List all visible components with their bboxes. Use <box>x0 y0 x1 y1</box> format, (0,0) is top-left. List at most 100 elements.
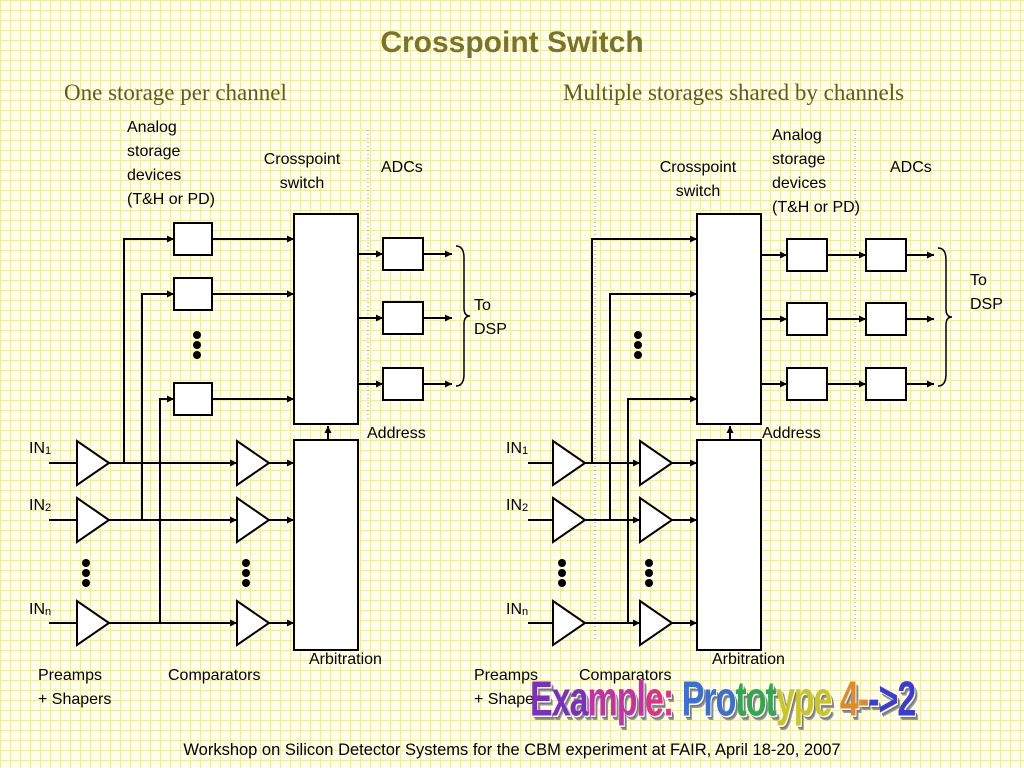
right-preamp-triangle <box>552 496 587 544</box>
right-comparator-ellipsis-dot <box>645 569 653 577</box>
right-preamp-triangle <box>552 439 587 487</box>
example-wordart-text: Example: Prototype 4-->2 <box>530 672 916 728</box>
wordart-char: 4 <box>839 672 859 728</box>
wordart-char: y <box>775 672 795 728</box>
right-comparators-label: Comparators <box>579 667 672 684</box>
right-adc-box <box>865 367 907 401</box>
right-tap-ellipsis-dot <box>634 351 642 359</box>
right-preamps-label: Preamps+ Shapers <box>474 667 548 708</box>
right-subtitle: Multiple storages shared by channels <box>563 80 905 105</box>
left-comparator-triangle <box>236 439 271 487</box>
left-storage-ellipsis-dot <box>193 341 201 349</box>
right-tap-wire-1 <box>591 235 697 463</box>
right-comparator-ellipsis-dot <box>645 579 653 587</box>
left-storage-device-box <box>173 382 213 416</box>
right-input-2-label: IN2 <box>506 497 529 514</box>
wordart-char <box>831 672 839 727</box>
left-storage-ellipsis-dot <box>193 351 201 359</box>
left-preamp-triangle <box>76 599 111 647</box>
right-adc-box <box>865 302 907 336</box>
left-subtitle: One storage per channel <box>64 80 287 105</box>
left-comparator-ellipsis-dot <box>242 579 250 587</box>
right-comparator-ellipsis-dot <box>645 559 653 567</box>
wordart-char: e <box>813 672 833 728</box>
wordart-char: o <box>715 672 737 728</box>
wordart-char <box>673 672 681 727</box>
right-preamp-ellipsis-dot <box>558 569 566 577</box>
right-address-label: Address <box>762 425 821 442</box>
left-to-dsp-brace <box>455 245 471 387</box>
right-tap-ellipsis-dot <box>634 341 642 349</box>
wordart-char: - <box>857 672 869 728</box>
left-crosspoint-switch-box <box>293 213 359 425</box>
slide-title: Crosspoint Switch <box>380 26 644 59</box>
right-tap-wire-n <box>627 395 697 623</box>
left-storage-device-box <box>173 222 213 256</box>
wordart-char: l <box>636 672 647 728</box>
wordart-char: p <box>616 672 638 728</box>
wordart-char: o <box>745 672 767 728</box>
left-comparators-label: Comparators <box>168 667 261 684</box>
left-tap-wire-2 <box>141 290 174 520</box>
wordart-char: t <box>765 672 777 728</box>
left-adcs-label: ADCs <box>381 159 423 176</box>
right-crosspoint-switch-box <box>696 213 762 425</box>
left-input-n-label: INn <box>29 601 52 618</box>
left-comparator-ellipsis-dot <box>242 569 250 577</box>
wordart-char: e <box>645 672 664 728</box>
right-to-dsp-brace <box>937 247 953 387</box>
footer-text: Workshop on Silicon Detector Systems for… <box>183 741 841 759</box>
wordart-char: - <box>868 672 879 728</box>
left-input-2-label: IN2 <box>29 497 52 514</box>
left-storage-device-box <box>173 277 213 311</box>
right-comparator-triangle <box>639 496 674 544</box>
right-tap-wire-2 <box>609 290 697 520</box>
right-preamp-ellipsis-dot <box>558 579 566 587</box>
left-address-label: Address <box>367 425 426 442</box>
left-comparator-triangle <box>236 496 271 544</box>
right-arbitration-label: Arbitration <box>712 651 785 668</box>
wordart-char: : <box>662 672 674 728</box>
right-storage-device-box <box>786 302 828 336</box>
left-tap-wire-1 <box>123 235 174 463</box>
left-comparator-triangle <box>236 599 271 647</box>
left-input-1-label: IN1 <box>29 440 52 457</box>
example-wordart: Example: Prototype 4-->2 <box>530 672 916 729</box>
wordart-char: r <box>703 672 716 728</box>
right-preamp-ellipsis-dot <box>558 559 566 567</box>
left-preamp-ellipsis-dot <box>82 559 90 567</box>
left-adc-box <box>382 301 424 335</box>
left-adc-box <box>382 367 424 401</box>
wordart-char: t <box>735 672 746 728</box>
left-preamp-ellipsis-dot <box>82 579 90 587</box>
right-comparator-triangle <box>639 439 674 487</box>
left-adc-box <box>382 237 424 271</box>
right-input-1-label: IN1 <box>506 440 529 457</box>
right-adcs-label: ADCs <box>890 159 932 176</box>
right-storage-device-box <box>786 367 828 401</box>
wordart-char: a <box>569 672 589 728</box>
left-comparator-ellipsis-dot <box>242 559 250 567</box>
right-storage-device-box <box>786 238 828 272</box>
right-tap-ellipsis-dot <box>634 331 642 339</box>
left-tap-wire-n <box>159 395 174 623</box>
left-storage-ellipsis-dot <box>193 331 201 339</box>
left-arbitration-label: Arbitration <box>309 651 382 668</box>
left-preamp-triangle <box>76 439 111 487</box>
right-input-n-label: INn <box>506 601 529 618</box>
left-preamp-triangle <box>76 496 111 544</box>
wordart-char: P <box>681 672 705 728</box>
right-comparator-triangle <box>639 599 674 647</box>
right-preamp-triangle <box>552 599 587 647</box>
left-preamps-label: Preamps+ Shapers <box>38 667 112 708</box>
right-arbitration-box <box>696 439 762 651</box>
wordart-char: E <box>530 672 553 728</box>
wordart-char: p <box>793 672 815 728</box>
wordart-char: m <box>587 672 618 728</box>
